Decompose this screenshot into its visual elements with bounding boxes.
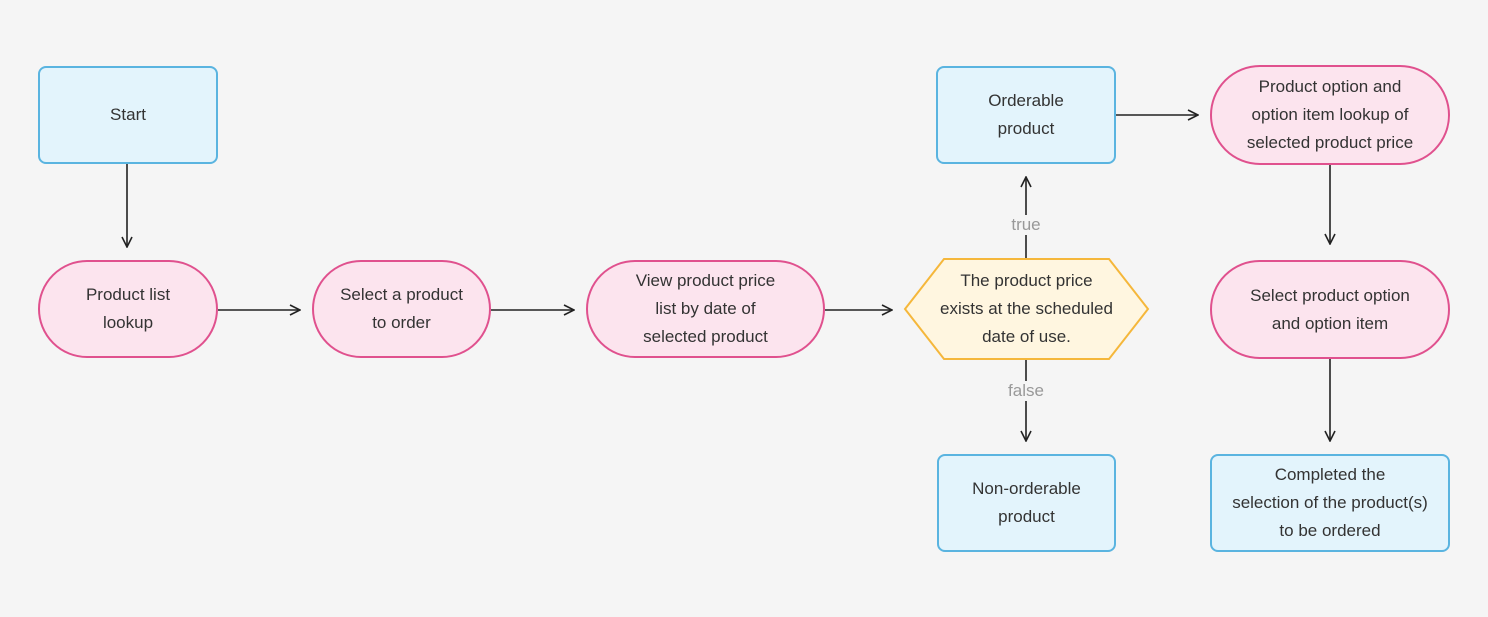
decision-hexagon-shape <box>903 258 1150 360</box>
node-decision[interactable]: The product price exists at the schedule… <box>903 258 1150 360</box>
node-select-option[interactable]: Select product option and option item <box>1210 260 1450 359</box>
node-start-label: Start <box>110 105 146 124</box>
node-view-price-list[interactable]: View product price list by date of selec… <box>586 260 825 358</box>
node-option-lookup-label: Product option and option item lookup of… <box>1246 77 1414 152</box>
node-orderable-product-label: Orderable product <box>988 91 1064 138</box>
node-non-orderable-product-label: Non-orderable product <box>972 479 1081 526</box>
node-option-lookup[interactable]: Product option and option item lookup of… <box>1210 65 1450 165</box>
node-view-price-list-label: View product price list by date of selec… <box>635 271 776 346</box>
node-select-product-label: Select a product to order <box>340 285 463 332</box>
node-completed-label: Completed the selection of the product(s… <box>1232 465 1428 540</box>
edge-label-false: false <box>1000 381 1052 401</box>
node-select-option-label: Select product option and option item <box>1250 285 1410 333</box>
node-orderable-product[interactable]: Orderable product <box>936 66 1116 164</box>
node-product-list-lookup[interactable]: Product list lookup <box>38 260 218 358</box>
node-completed[interactable]: Completed the selection of the product(s… <box>1210 454 1450 552</box>
node-product-list-lookup-label: Product list lookup <box>85 285 171 332</box>
node-decision-label: The product price exists at the schedule… <box>940 271 1113 346</box>
node-start[interactable]: Start <box>38 66 218 164</box>
node-select-product[interactable]: Select a product to order <box>312 260 491 358</box>
node-non-orderable-product[interactable]: Non-orderable product <box>937 454 1116 552</box>
edge-label-true: true <box>1003 215 1049 235</box>
